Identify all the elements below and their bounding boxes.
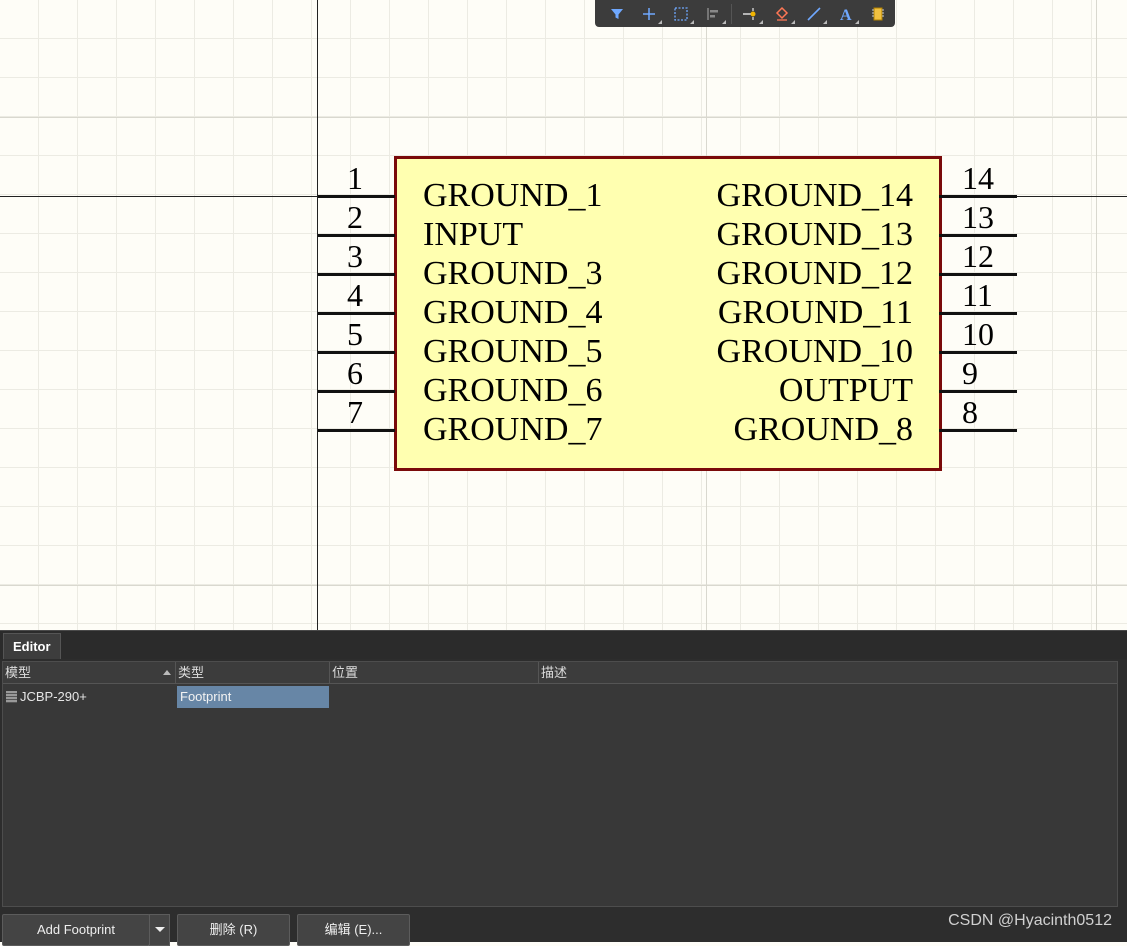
pin-number: 4 bbox=[347, 277, 363, 313]
line-button[interactable] bbox=[798, 1, 830, 27]
pin-line-right[interactable] bbox=[939, 312, 1017, 315]
pin-label: OUTPUT bbox=[778, 372, 913, 409]
pin-number: 12 bbox=[962, 238, 994, 274]
pin-label: GROUND_11 bbox=[717, 294, 913, 331]
component-body[interactable] bbox=[394, 156, 942, 471]
component-button[interactable] bbox=[862, 1, 894, 27]
pin-label: GROUND_12 bbox=[716, 255, 913, 292]
origin-axis-vertical bbox=[317, 0, 318, 630]
pin-number: 8 bbox=[962, 394, 978, 430]
sort-up-icon bbox=[163, 670, 171, 675]
watermark: CSDN @Hyacinth0512 bbox=[948, 912, 1112, 929]
pin-line-right[interactable] bbox=[939, 273, 1017, 276]
pin-line-left[interactable] bbox=[318, 351, 395, 354]
pin-label: GROUND_7 bbox=[423, 411, 603, 448]
pin-line-right[interactable] bbox=[939, 195, 1017, 198]
delete-button[interactable]: 删除 (R) bbox=[177, 914, 290, 946]
select-rect-button[interactable] bbox=[665, 1, 697, 27]
floating-toolbar: A bbox=[595, 0, 895, 27]
cell-model[interactable]: JCBP-290+ bbox=[20, 689, 87, 704]
line-icon bbox=[807, 6, 821, 21]
editor-panel: Editor 模型 类型 位置 描述 JCBP-290+ Footprint Ad… bbox=[0, 630, 1127, 946]
pin-number: 11 bbox=[962, 277, 993, 313]
pin-label: GROUND_13 bbox=[716, 216, 913, 253]
editor-tabbar: Editor bbox=[0, 630, 1127, 659]
pin-number: 10 bbox=[962, 316, 994, 352]
pin-label: GROUND_3 bbox=[423, 255, 603, 292]
filter-icon bbox=[611, 8, 623, 19]
cross-icon bbox=[643, 7, 655, 20]
pin-label: GROUND_4 bbox=[423, 294, 603, 331]
pin-number: 2 bbox=[347, 199, 363, 235]
pin-number: 7 bbox=[347, 394, 363, 430]
column-header-type[interactable]: 类型 bbox=[176, 662, 330, 684]
svg-text:A: A bbox=[840, 7, 852, 22]
add-footprint-dropdown-button[interactable] bbox=[149, 914, 170, 946]
pin-line-right[interactable] bbox=[939, 429, 1017, 432]
pin-label: GROUND_8 bbox=[733, 411, 913, 448]
text-icon: A bbox=[840, 7, 852, 22]
select-rect-icon bbox=[674, 6, 688, 21]
footprint-icon bbox=[6, 691, 17, 703]
pin-line-left[interactable] bbox=[318, 390, 395, 393]
text-button[interactable]: A bbox=[830, 1, 862, 27]
grid-major-line bbox=[0, 585, 1127, 586]
toolbar-separator bbox=[731, 3, 732, 24]
place-pin-button[interactable] bbox=[734, 1, 766, 27]
pin-label: GROUND_6 bbox=[423, 372, 603, 409]
column-header-description[interactable]: 描述 bbox=[539, 662, 1117, 684]
pin-line-right[interactable] bbox=[939, 234, 1017, 237]
grid-major-line bbox=[1096, 0, 1097, 630]
cell-description[interactable] bbox=[543, 686, 1103, 708]
cell-type[interactable]: Footprint bbox=[177, 686, 329, 708]
pin-number: 9 bbox=[962, 355, 978, 391]
pin-line-left[interactable] bbox=[318, 234, 395, 237]
column-header-location[interactable]: 位置 bbox=[330, 662, 539, 684]
grid-major-line bbox=[0, 117, 1127, 118]
pin-line-left[interactable] bbox=[318, 273, 395, 276]
model-grid[interactable]: 模型 类型 位置 描述 JCBP-290+ Footprint bbox=[2, 661, 1118, 907]
pin-label: GROUND_14 bbox=[716, 177, 913, 214]
pin-number: 1 bbox=[347, 160, 363, 196]
edit-button[interactable]: 编辑 (E)... bbox=[297, 914, 410, 946]
pin-number: 13 bbox=[962, 199, 994, 235]
pin-label: GROUND_10 bbox=[716, 333, 913, 370]
filter-button[interactable] bbox=[601, 1, 633, 27]
pin-line-left[interactable] bbox=[318, 195, 395, 198]
align-button[interactable] bbox=[697, 1, 729, 27]
pin-line-right[interactable] bbox=[939, 390, 1017, 393]
component-icon bbox=[872, 7, 884, 20]
pin-line-left[interactable] bbox=[318, 429, 395, 432]
pin-number: 3 bbox=[347, 238, 363, 274]
cross-button[interactable] bbox=[633, 1, 665, 27]
cell-location[interactable] bbox=[333, 686, 533, 708]
pin-line-left[interactable] bbox=[318, 312, 395, 315]
pin-number: 5 bbox=[347, 316, 363, 352]
pin-number: 6 bbox=[347, 355, 363, 391]
pin-label: GROUND_1 bbox=[423, 177, 603, 214]
tab-editor[interactable]: Editor bbox=[3, 633, 61, 659]
eraser-button[interactable] bbox=[766, 1, 798, 27]
pin-label: INPUT bbox=[423, 216, 524, 253]
pin-icon bbox=[743, 7, 756, 20]
pin-number: 14 bbox=[962, 160, 994, 196]
column-header-model-label: 模型 bbox=[5, 665, 32, 680]
align-icon bbox=[707, 7, 718, 20]
add-footprint-button[interactable]: Add Footprint bbox=[2, 914, 150, 946]
column-header-model[interactable]: 模型 bbox=[3, 662, 176, 684]
pin-label: GROUND_5 bbox=[423, 333, 603, 370]
pin-line-right[interactable] bbox=[939, 351, 1017, 354]
eraser-icon bbox=[775, 6, 789, 21]
add-footprint-label: Add Footprint bbox=[36, 922, 116, 937]
